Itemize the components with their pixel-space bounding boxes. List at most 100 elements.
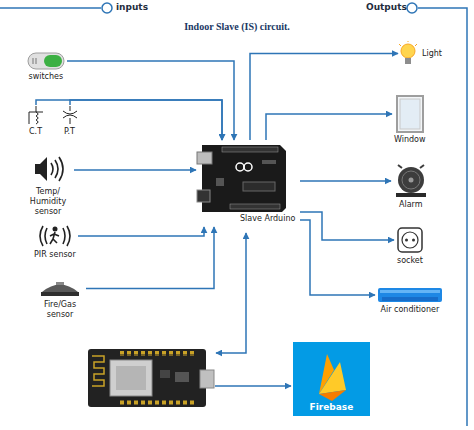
firebase-logo	[319, 390, 346, 401]
current-transformer-symbol	[29, 106, 43, 124]
node-label: Window	[394, 135, 426, 145]
socket-icon	[402, 232, 418, 248]
arduino-board	[216, 178, 224, 186]
node-label: Air conditioner	[381, 305, 440, 315]
nodemcu-board	[88, 349, 214, 407]
alarm-bell-icon	[402, 171, 420, 189]
temperature-sensor-icon	[35, 157, 63, 181]
node-label: Slave Arduino	[240, 214, 295, 224]
window-icon	[400, 99, 420, 129]
smoke-detector-icon	[41, 282, 79, 296]
section-label: inputs	[116, 2, 148, 13]
signal-connector	[70, 100, 222, 140]
nodemcu-board	[120, 400, 197, 405]
switch-icon	[33, 58, 36, 64]
node-label: PIR sensor	[34, 250, 76, 260]
signal-wire	[216, 233, 246, 353]
nodemcu-board	[120, 351, 197, 356]
nodemcu-board	[160, 370, 170, 378]
signal-connector	[300, 220, 375, 295]
node-label: socket	[397, 256, 423, 266]
output-device: Air conditioner	[375, 287, 445, 316]
node-label: Alarm	[399, 200, 423, 210]
switch-icon	[28, 53, 64, 69]
firebase-logo	[293, 342, 370, 416]
input-device: PIR sensor	[32, 224, 78, 261]
potential-transformer-symbol	[63, 106, 77, 124]
window-icon	[397, 96, 423, 132]
alarm-bell-icon	[398, 165, 424, 168]
frame-line	[407, 3, 417, 13]
smoke-detector-icon	[42, 285, 78, 293]
output-device: Alarm	[391, 164, 431, 211]
arduino-board	[236, 163, 244, 171]
node-label: Light	[422, 49, 442, 59]
nodemcu-board	[110, 360, 152, 396]
smoke-detector-icon	[41, 292, 79, 296]
frame-line	[0, 7, 101, 9]
signal-connector	[86, 227, 214, 289]
node-label: C.T	[29, 127, 42, 137]
temperature-sensor-icon	[40, 157, 47, 181]
potential-transformer-symbol	[63, 106, 77, 124]
arduino-board	[262, 160, 276, 164]
frame-line	[102, 3, 112, 13]
signal-connector	[74, 169, 196, 171]
signal-wire	[215, 385, 291, 387]
arduino-board: Slave Arduino	[196, 140, 300, 227]
alarm-bell-icon	[396, 193, 426, 197]
cloud-box: Firebase	[293, 342, 370, 416]
diagram-title: Indoor Slave (IS) circuit.	[0, 21, 474, 33]
input-device: Temp/ Humidity sensor	[22, 155, 74, 218]
current-transformer-symbol	[29, 106, 43, 124]
node-label: switches	[29, 72, 64, 82]
node-label: Firebase	[310, 402, 354, 412]
arduino-board	[202, 145, 286, 212]
signal-connector	[36, 100, 222, 140]
switch-icon	[28, 53, 64, 69]
light-bulb-icon	[401, 44, 415, 58]
socket-icon	[412, 239, 415, 242]
window-icon	[397, 96, 423, 132]
input-device: C.T	[24, 105, 48, 138]
temperature-sensor-icon	[35, 164, 40, 174]
output-device: Window	[392, 95, 428, 146]
nodemcu-board	[88, 349, 206, 407]
signal-wire	[215, 233, 291, 386]
arduino-board	[197, 152, 212, 164]
output-device: socket	[394, 226, 426, 267]
section-label: Outputs	[366, 2, 407, 13]
signal-connector	[78, 227, 204, 236]
socket-icon	[398, 228, 422, 252]
light-bulb-icon	[399, 41, 417, 64]
air-conditioner-icon	[378, 288, 442, 302]
arduino-board	[197, 190, 210, 202]
pir-sensor-icon	[50, 232, 59, 244]
arduino-board	[197, 145, 286, 212]
output-device: Light	[398, 41, 445, 66]
light-bulb-icon	[399, 41, 417, 46]
signal-connector	[300, 212, 394, 240]
pir-sensor-icon	[40, 226, 70, 246]
alarm-bell-icon	[398, 167, 424, 193]
socket-icon	[405, 239, 408, 242]
nodemcu-board	[92, 356, 104, 386]
socket-icon	[398, 228, 422, 252]
smoke-detector-icon	[56, 282, 64, 285]
arduino-board	[244, 163, 252, 171]
nodemcu-board	[175, 372, 189, 382]
air-conditioner-icon	[382, 298, 438, 300]
switch-icon	[44, 55, 62, 67]
frame-line	[0, 3, 467, 426]
temperature-sensor-icon	[51, 157, 63, 181]
signal-connector	[67, 61, 234, 140]
arduino-board	[222, 147, 278, 152]
alarm-bell-icon	[396, 165, 426, 197]
signal-connector	[300, 180, 391, 182]
nodemcu-board	[200, 370, 214, 388]
pir-sensor-icon	[40, 226, 70, 246]
node-label: Fire/Gas sensor	[36, 300, 84, 320]
input-device: P.T	[58, 105, 82, 138]
